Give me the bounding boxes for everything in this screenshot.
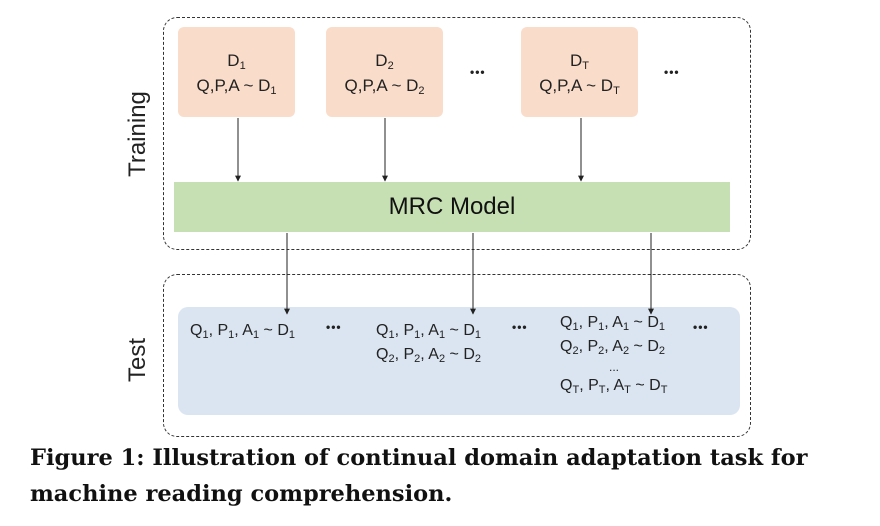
test-col3-vdots: ...: [609, 360, 620, 374]
domain-t-dist-sub: T: [613, 85, 620, 97]
q-sub: 1: [572, 321, 579, 333]
mrc-model-bar: MRC Model: [174, 182, 730, 232]
tilde-d: ~ D: [629, 314, 659, 331]
test-col3-line2: Q2, P2, A2 ~ D2: [560, 338, 665, 357]
test-ellipsis-1: •••: [326, 320, 342, 334]
a-sub: 2: [622, 345, 630, 357]
domain-2-name: D: [375, 51, 388, 70]
test-ellipsis-2: •••: [512, 320, 528, 334]
q-sub: 2: [572, 345, 579, 357]
tilde-d: ~ D: [445, 322, 475, 339]
p-sub: 1: [228, 329, 235, 341]
domain-2-name-sub: 2: [387, 60, 394, 72]
test-ellipsis-3: •••: [693, 320, 709, 334]
domain-2-dist-sub: 2: [418, 85, 425, 97]
test-panel: [178, 307, 740, 415]
q-sub: 1: [388, 329, 395, 341]
domain-t-name-sub: T: [582, 60, 589, 72]
d-sub: 1: [658, 321, 665, 333]
a-sub: 1: [438, 329, 446, 341]
training-frame: [163, 17, 751, 250]
p-sub: 1: [414, 329, 421, 341]
a-sub: 1: [252, 329, 260, 341]
q-sub: 2: [388, 353, 395, 365]
p-sub: 2: [414, 353, 421, 365]
d-sub: T: [660, 384, 668, 396]
tilde-d: ~ D: [629, 338, 659, 355]
q-sub: 1: [202, 329, 209, 341]
domain-1-dist-sub: 1: [270, 85, 277, 97]
d-sub: 2: [658, 345, 665, 357]
domain-2-dist: Q,P,A ~ D: [344, 76, 419, 95]
test-col2-line2: Q2, P2, A2 ~ D2: [376, 346, 481, 365]
q-sub: T: [572, 384, 580, 396]
test-col3-line3: QT, PT, AT ~ DT: [560, 377, 668, 396]
a-sub: T: [624, 384, 631, 396]
tilde-d: ~ D: [259, 322, 289, 339]
d-sub: 1: [288, 329, 295, 341]
training-ellipsis-2: •••: [664, 65, 680, 79]
d-sub: 1: [474, 329, 481, 341]
p-sub: T: [598, 384, 606, 396]
test-col3-line1: Q1, P1, A1 ~ D1: [560, 314, 665, 333]
domain-t-dist: Q,P,A ~ D: [539, 76, 614, 95]
domain-box-t: DT Q,P,A ~ DT: [521, 27, 638, 117]
test-col2-line1: Q1, P1, A1 ~ D1: [376, 322, 481, 341]
test-frame: [163, 274, 751, 437]
domain-1-name: D: [227, 51, 240, 70]
a-sub: 1: [622, 321, 630, 333]
test-col1-line1: Q1, P1, A1 ~ D1: [190, 322, 295, 341]
d-sub: 2: [474, 353, 481, 365]
domain-1-dist: Q,P,A ~ D: [196, 76, 271, 95]
a-sub: 2: [438, 353, 446, 365]
domain-1-name-sub: 1: [239, 60, 246, 72]
domain-box-1: D1 Q,P,A ~ D1: [178, 27, 295, 117]
tilde-d: ~ D: [445, 346, 475, 363]
figure-caption: Figure 1: Illustration of continual doma…: [30, 445, 808, 507]
p-sub: 2: [598, 345, 605, 357]
domain-t-name: D: [569, 51, 583, 70]
tilde-d: ~ D: [630, 377, 661, 394]
p-sub: 1: [598, 321, 605, 333]
domain-box-2: D2 Q,P,A ~ D2: [326, 27, 443, 117]
training-ellipsis-1: •••: [470, 65, 486, 79]
